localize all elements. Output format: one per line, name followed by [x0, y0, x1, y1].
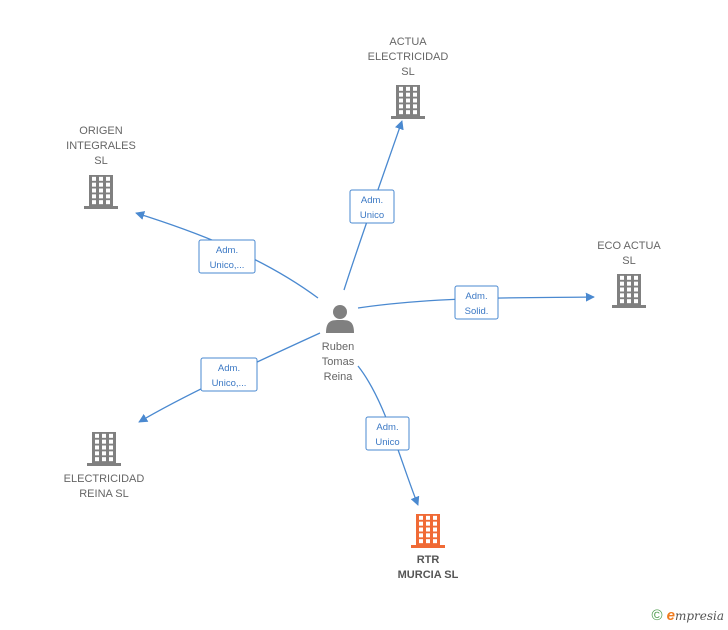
role-label-text: Adm. — [376, 422, 398, 433]
company-name: SL — [401, 66, 414, 78]
role-label[interactable]: Adm. Unico — [349, 189, 395, 224]
edges-layer: Adm.UnicoAdm.Unico,...Adm.Solid.Adm.Unic… — [135, 120, 595, 506]
role-label-text: Unico — [375, 437, 399, 448]
building-icon — [391, 85, 425, 119]
company-node-eco[interactable]: ECO ACTUA SL — [597, 240, 661, 308]
role-label-box — [200, 357, 258, 392]
role-label-box — [198, 239, 256, 274]
building-icon — [87, 432, 121, 466]
role-label-text: Unico,... — [212, 378, 247, 389]
role-label[interactable]: Adm. Unico — [365, 416, 410, 451]
company-name: ELECTRICIDAD — [368, 51, 449, 63]
role-label-box — [365, 416, 410, 451]
role-label-text: Adm. — [216, 245, 238, 256]
edge-actua: Adm. Unico — [343, 120, 404, 291]
company-name: RTR — [417, 554, 440, 566]
edge-eco: Adm. Solid. — [357, 285, 595, 320]
building-icon — [612, 274, 646, 308]
role-label-text: Adm. — [465, 291, 487, 302]
person-name: Tomas — [322, 356, 355, 368]
company-name: INTEGRALES — [66, 140, 136, 152]
person-name: Reina — [324, 371, 354, 383]
role-label-text: Solid. — [465, 306, 489, 317]
company-name: REINA SL — [79, 488, 129, 500]
copyright-symbol: © — [651, 607, 663, 624]
company-name: ELECTRICIDAD — [64, 473, 145, 485]
role-label[interactable]: Adm. Unico,... — [198, 239, 256, 274]
company-name: ACTUA — [389, 36, 427, 48]
company-node-rtr[interactable]: RTR MURCIA SL — [398, 514, 459, 581]
role-label-text: Adm. — [361, 195, 383, 206]
person-name: Ruben — [322, 341, 354, 353]
edge-rtr: Adm. Unico — [357, 365, 420, 506]
brand-name: mpresia — [674, 609, 724, 623]
company-node-origen[interactable]: ORIGEN INTEGRALES SL — [66, 125, 136, 209]
company-name: SL — [94, 155, 107, 167]
role-label[interactable]: Adm. Solid. — [454, 285, 499, 320]
company-node-electricidad[interactable]: ELECTRICIDAD REINA SL — [64, 432, 145, 500]
brand-initial: e — [666, 607, 675, 624]
role-label-text: Unico — [360, 210, 384, 221]
role-label-box — [349, 189, 395, 224]
edge-origen: Adm. Unico,... — [135, 211, 319, 299]
building-icon — [411, 514, 445, 548]
company-name: ECO ACTUA — [597, 240, 661, 252]
company-name: SL — [622, 255, 635, 267]
building-icon — [84, 175, 118, 209]
company-name: ORIGEN — [79, 125, 122, 137]
copyright-footer: © empresia — [652, 607, 724, 624]
company-name: MURCIA SL — [398, 569, 459, 581]
company-node-actua[interactable]: ACTUA ELECTRICIDAD SL — [368, 36, 449, 119]
role-label-text: Adm. — [218, 363, 240, 374]
brand-logo[interactable]: empresia — [667, 607, 724, 624]
person-icon — [326, 305, 354, 333]
role-label-text: Unico,... — [210, 260, 245, 271]
role-label[interactable]: Adm. Unico,... — [200, 357, 258, 392]
nodes-layer: ACTUAELECTRICIDADSLORIGENINTEGRALESSLECO… — [64, 36, 662, 581]
edge-electricidad: Adm. Unico,... — [138, 332, 321, 423]
role-label-box — [454, 285, 499, 320]
